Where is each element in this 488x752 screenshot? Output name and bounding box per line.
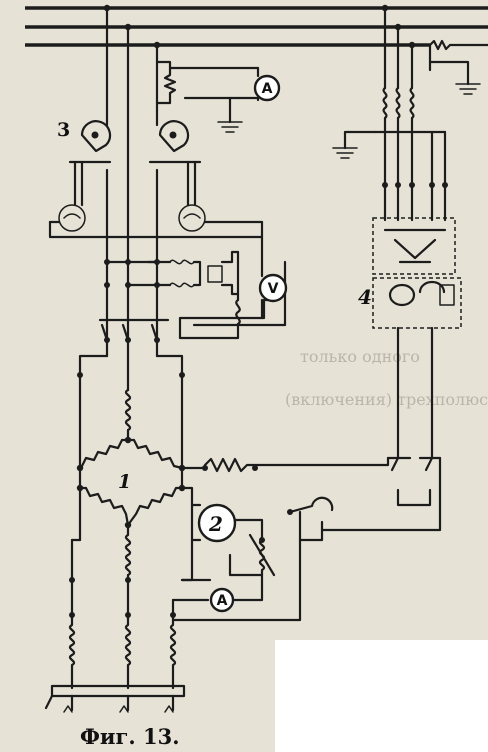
trip-coil-left [58, 204, 86, 232]
generator-2 [197, 503, 237, 543]
voltmeter [258, 273, 288, 303]
main-feeders [104, 6, 160, 342]
disconnect-switch [98, 318, 170, 392]
rheostat-bar [50, 684, 186, 698]
relay-box-lower [372, 277, 462, 329]
ammeter-bottom-label: A [217, 593, 228, 609]
ammeter-bottom [209, 587, 235, 613]
breaker-assembly [48, 120, 264, 239]
ground-mid [332, 147, 358, 159]
trip-circuit [48, 220, 264, 239]
bleed-through-text: только одного (включения) трехполюс [285, 347, 488, 409]
figure-caption: Фиг. 13. [80, 724, 180, 749]
bus-bar-3-break [428, 39, 488, 51]
ammeter-top [253, 74, 281, 102]
bleed-through-line-2: (включения) трехполюс [285, 390, 488, 409]
ammeter-top-label: A [262, 81, 273, 97]
breaker-left-head [80, 120, 112, 153]
voltmeter-label: V [268, 281, 279, 297]
generator-circuit [171, 456, 442, 622]
trip-coil-right [178, 204, 206, 232]
breaker-right-head [158, 120, 190, 153]
ground-top [217, 121, 243, 133]
label-generator: 2 [208, 512, 223, 536]
top-shunt-circuit [155, 60, 260, 133]
ground-right [455, 83, 481, 95]
label-relay: 4 [358, 285, 372, 309]
blank-corner [275, 640, 488, 752]
label-bridge: 1 [118, 471, 131, 493]
relay-box-upper [372, 217, 456, 275]
right-relay-section [332, 6, 481, 507]
label-breaker: 3 [57, 119, 70, 141]
bridge-network [76, 354, 186, 529]
lower-branches [44, 486, 186, 713]
bleed-through-line-1: только одного [300, 347, 420, 366]
